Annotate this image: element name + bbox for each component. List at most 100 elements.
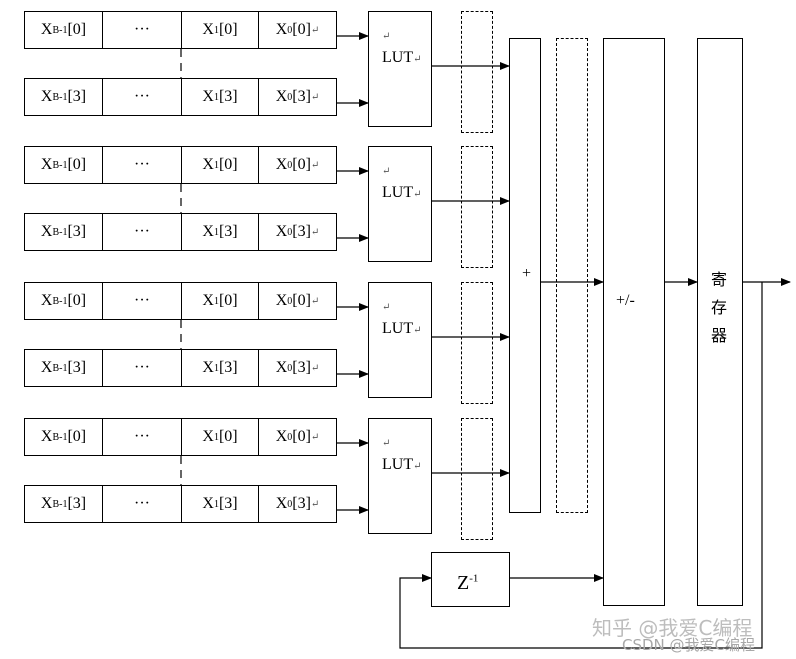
cell-sub: B-1 xyxy=(52,91,68,103)
cell-index: [0] xyxy=(292,428,311,445)
cell-ellipsis: ··· xyxy=(134,359,150,376)
cell-var: X xyxy=(40,223,53,240)
add-sub-label: +/- xyxy=(616,292,635,309)
para-mark: ↵ xyxy=(382,438,391,449)
register-cell-ellipsis: ··· xyxy=(102,349,182,387)
cell-var: X xyxy=(40,495,53,512)
cell-sub: 0 xyxy=(287,362,293,374)
cell-sub: 1 xyxy=(213,431,219,443)
cell-index: [3] xyxy=(218,223,238,240)
cell-var: X xyxy=(40,88,53,105)
cell-index: [0] xyxy=(67,292,87,309)
register-cell-ellipsis: ··· xyxy=(102,418,182,456)
lut-pipeline-dashed xyxy=(461,282,493,404)
cell-var: X xyxy=(202,88,214,105)
cell-sub: B-1 xyxy=(52,159,68,171)
lut-pipeline-dashed xyxy=(461,146,493,268)
cell-index: [3] xyxy=(218,359,238,376)
para-mark: ↵ xyxy=(382,166,391,177)
delay-label-base: Z xyxy=(457,572,470,594)
register-label-1: 寄 xyxy=(711,272,728,289)
cell-sub: 1 xyxy=(213,226,219,238)
cell-index: [0] xyxy=(218,156,238,173)
watermark-zhihu: 知乎 @我爱C编程 xyxy=(592,616,753,640)
lut-box: ↵LUT↵ xyxy=(368,146,432,262)
watermark-csdn: CSDN @我爱C编程 xyxy=(622,636,756,654)
cell-ellipsis: ··· xyxy=(134,88,150,105)
cell-sub: B-1 xyxy=(52,498,68,510)
cell-index: [0] xyxy=(218,21,238,38)
para-mark: ↵ xyxy=(413,461,422,472)
cell-var: X xyxy=(40,21,53,38)
cell-sub: 1 xyxy=(213,295,219,307)
cell-var: X xyxy=(202,223,214,240)
cell-index: [3] xyxy=(292,88,311,105)
cell-ellipsis: ··· xyxy=(134,428,150,445)
cell-var: X xyxy=(275,21,288,38)
cell-sub: 0 xyxy=(287,24,293,36)
lut-box: ↵LUT↵ xyxy=(368,11,432,127)
register-cell-ellipsis: ··· xyxy=(102,11,182,49)
para-mark: ↵ xyxy=(413,189,422,200)
cell-ellipsis: ··· xyxy=(134,223,150,240)
cell-index: [0] xyxy=(292,292,311,309)
para-mark: ↵ xyxy=(310,226,320,238)
cell-sub: 0 xyxy=(287,226,293,238)
para-mark: ↵ xyxy=(310,431,320,443)
cell-index: [0] xyxy=(67,428,87,445)
register-label-2: 存 xyxy=(711,300,728,317)
lut-box: ↵LUT↵ xyxy=(368,282,432,398)
cell-index: [3] xyxy=(67,88,87,105)
cell-ellipsis: ··· xyxy=(134,292,150,309)
adder-label: + xyxy=(522,265,532,282)
lut-label: LUT xyxy=(382,320,414,337)
register-cell-ellipsis: ··· xyxy=(102,485,182,523)
para-mark: ↵ xyxy=(310,498,320,510)
cell-sub: 1 xyxy=(213,91,219,103)
cell-var: X xyxy=(40,156,53,173)
cell-sub: 0 xyxy=(287,498,293,510)
cell-sub: B-1 xyxy=(52,431,68,443)
cell-var: X xyxy=(275,156,288,173)
cell-var: X xyxy=(202,292,214,309)
cell-sub: B-1 xyxy=(52,226,68,238)
cell-var: X xyxy=(202,21,214,38)
cell-index: [0] xyxy=(218,292,238,309)
register-cell-ellipsis: ··· xyxy=(102,213,182,251)
cell-index: [0] xyxy=(218,428,238,445)
cell-sub: B-1 xyxy=(52,362,68,374)
lut-label: LUT xyxy=(382,456,414,473)
pipeline-register-dashed xyxy=(556,38,588,513)
cell-var: X xyxy=(275,428,288,445)
cell-var: X xyxy=(202,428,214,445)
add-sub-box xyxy=(603,38,665,606)
lut-pipeline-dashed xyxy=(461,11,493,133)
cell-sub: 0 xyxy=(287,159,293,171)
delay-box xyxy=(431,552,510,607)
adder-box xyxy=(509,38,541,513)
cell-sub: 0 xyxy=(287,295,293,307)
lut-label: LUT xyxy=(382,184,414,201)
cell-index: [3] xyxy=(218,495,238,512)
output-register-box xyxy=(697,38,743,606)
cell-var: X xyxy=(275,292,288,309)
